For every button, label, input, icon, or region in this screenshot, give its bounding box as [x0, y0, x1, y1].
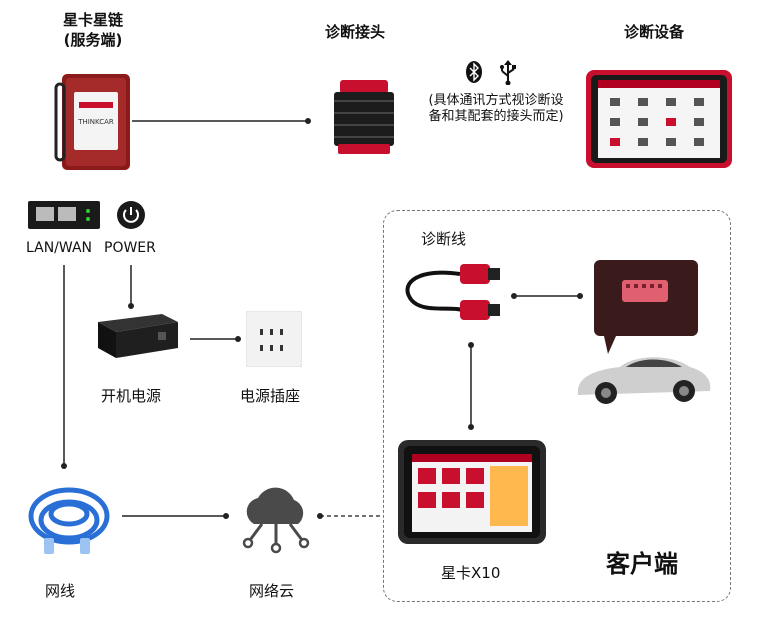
power-supply-label: 开机电源 [101, 387, 162, 405]
power-socket-label: 电源插座 [240, 387, 301, 405]
client-area [383, 210, 731, 602]
diag-device-image [586, 70, 732, 168]
usb-icon [500, 60, 516, 85]
power-icon [117, 201, 145, 229]
diag-cable-label: 诊断线 [421, 230, 467, 248]
x10-device-image [398, 440, 546, 544]
bluetooth-icon [466, 61, 482, 83]
power-supply-image [98, 314, 178, 358]
network-cable-image [28, 487, 110, 554]
power-label: POWER [104, 240, 156, 256]
network-cloud-label: 网络云 [249, 582, 295, 600]
obd-connector-image [334, 80, 394, 154]
cloud-icon [242, 487, 310, 554]
diag-cable-image [405, 264, 500, 320]
power-socket-image [246, 311, 302, 367]
communication-note: (具体通讯方式视诊断设备和其配套的接头而定) [428, 93, 564, 124]
diag-device-title: 诊断设备 [624, 23, 685, 41]
server-device-image: THINKCAR [54, 74, 130, 170]
obd-connector-title: 诊断接头 [325, 23, 386, 41]
client-label: 客户端 [606, 550, 678, 578]
obd-port-photo [594, 260, 698, 354]
network-cable-label: 网线 [45, 582, 76, 600]
svg-text:THINKCAR: THINKCAR [77, 118, 114, 126]
x10-label: 星卡X10 [441, 564, 501, 582]
lan-port-image [28, 201, 100, 229]
lan-wan-label: LAN/WAN [26, 240, 93, 256]
server-title: 星卡星链 [62, 11, 123, 29]
car-image [578, 357, 711, 404]
server-subtitle: (服务端) [63, 31, 123, 49]
